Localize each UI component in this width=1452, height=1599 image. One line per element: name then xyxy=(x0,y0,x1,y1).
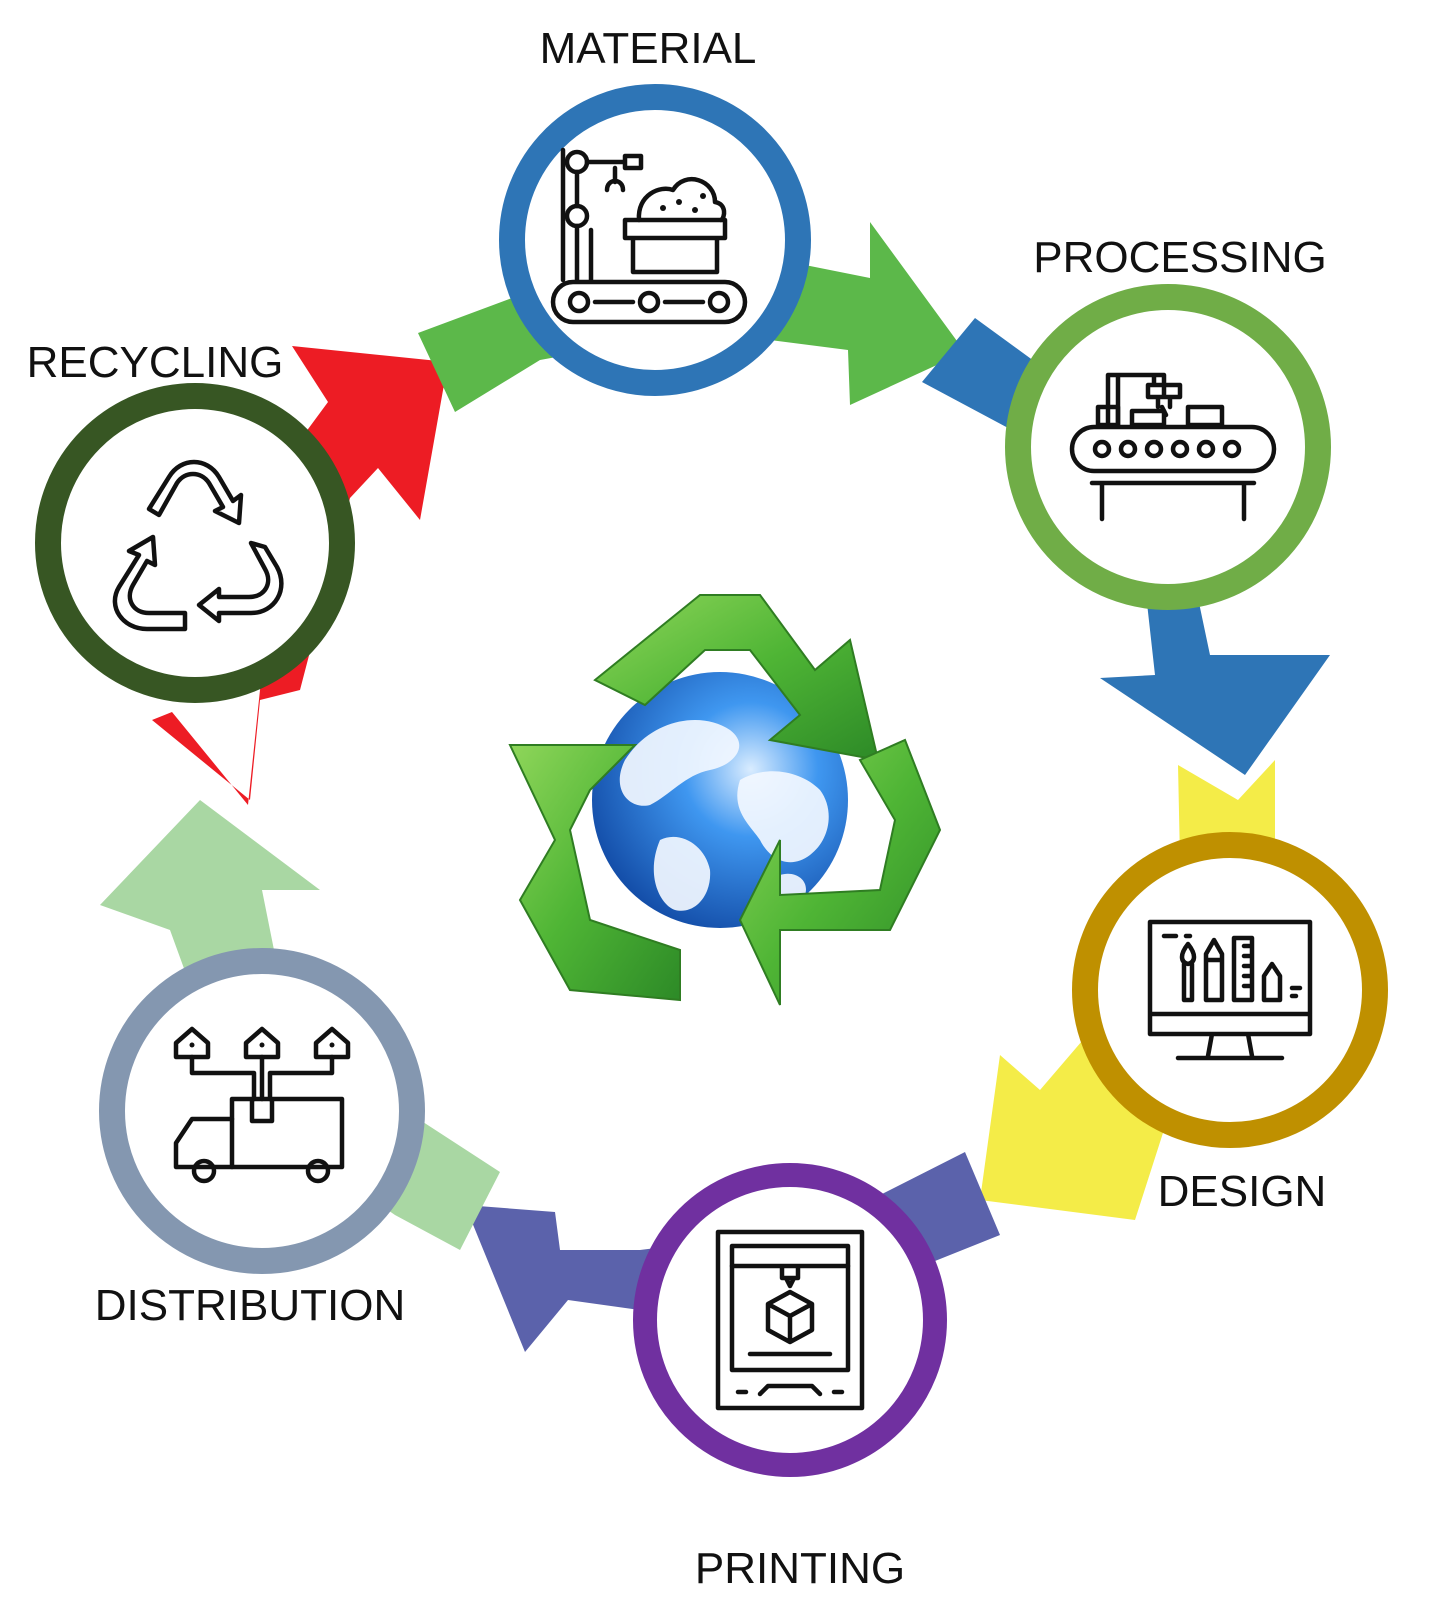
ring-distribution xyxy=(99,948,425,1274)
assembly-line-robot-arm-icon xyxy=(1069,372,1277,522)
monitor-design-tools-icon xyxy=(1147,919,1313,1061)
stage-processing xyxy=(1005,284,1331,610)
ring-design xyxy=(1072,832,1388,1148)
delivery-truck-distribution-icon xyxy=(173,1026,351,1184)
stage-printing xyxy=(633,1163,947,1477)
label-design: DESIGN xyxy=(1158,1167,1327,1216)
label-recycling: RECYCLING xyxy=(27,338,284,387)
stage-distribution xyxy=(99,948,425,1274)
recycle-globe-icon xyxy=(508,594,942,1006)
conveyor-robot-material-cart-icon xyxy=(550,147,748,325)
ring-recycling xyxy=(35,383,355,703)
stage-recycling xyxy=(35,383,355,703)
label-processing: PROCESSING xyxy=(1033,233,1326,282)
recycle-arrows-center xyxy=(508,594,942,1006)
recycle-arrows-icon xyxy=(112,459,284,632)
label-material: MATERIAL xyxy=(540,24,757,73)
globe-continents xyxy=(619,720,829,911)
label-distribution: DISTRIBUTION xyxy=(95,1281,405,1330)
label-printing: PRINTING xyxy=(695,1544,905,1593)
stage-design xyxy=(1072,832,1388,1148)
3d-printer-icon xyxy=(715,1229,865,1411)
ring-processing xyxy=(1005,284,1331,610)
stage-material xyxy=(499,84,811,396)
